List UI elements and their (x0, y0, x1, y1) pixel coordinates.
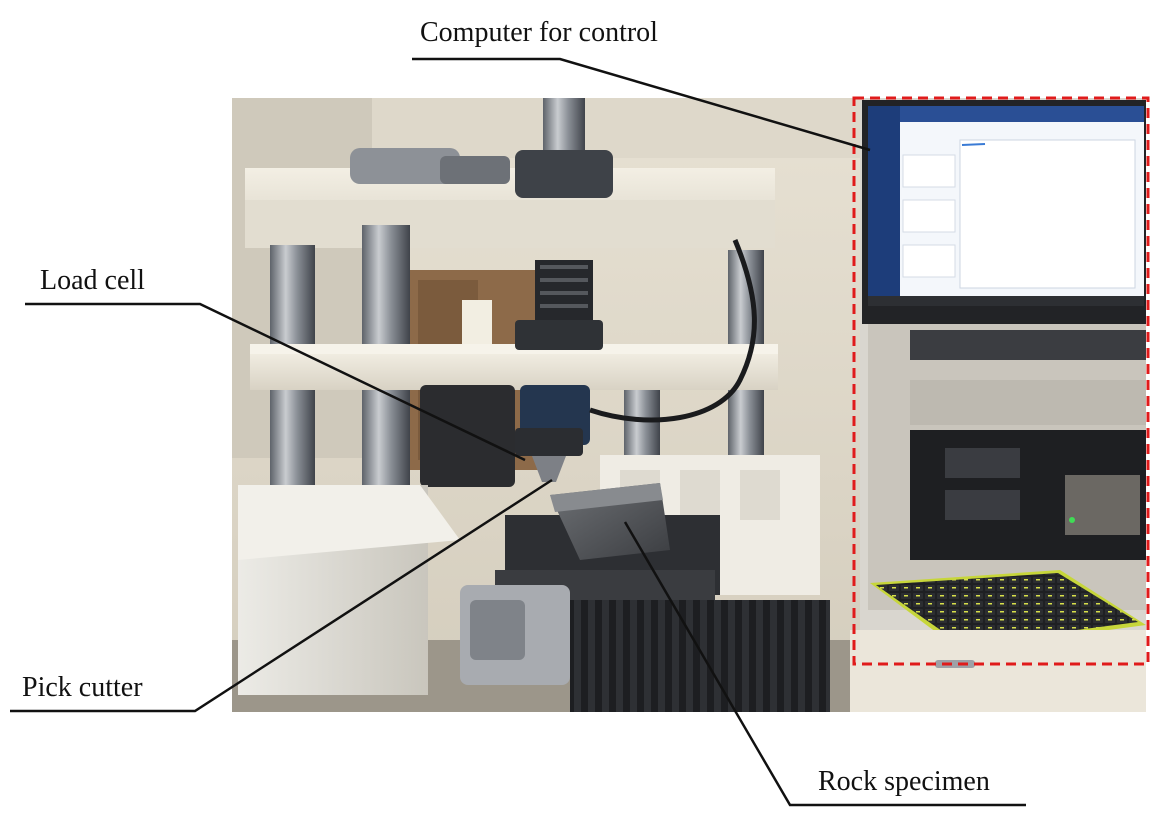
leader-line-load-cell (25, 302, 526, 462)
leader-line-computer (412, 57, 871, 152)
leader-line-rock-specimen (623, 521, 1026, 807)
label-pick-cutter: Pick cutter (22, 672, 143, 703)
label-load-cell: Load cell (40, 265, 145, 296)
leader-line-pick-cutter (10, 478, 553, 713)
label-computer-for-control: Computer for control (420, 17, 658, 48)
computer-highlight-box (852, 96, 1150, 666)
label-rock-specimen: Rock specimen (818, 766, 990, 797)
